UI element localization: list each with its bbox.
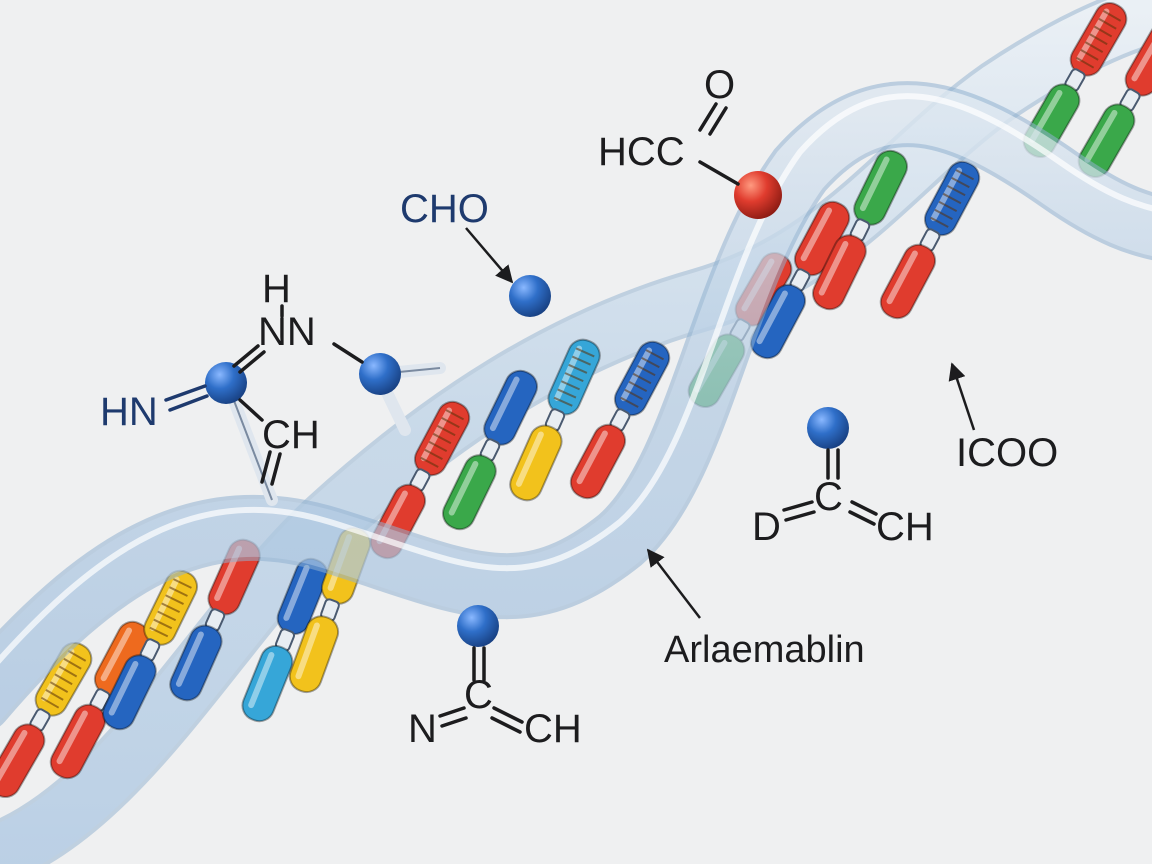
base-pair-rung	[441, 369, 539, 531]
atom-node-hn	[205, 362, 247, 404]
base-pair-rung	[749, 200, 851, 360]
arrow-cho	[465, 227, 514, 284]
label-arlaemablin: Arlaemablin	[664, 629, 865, 671]
atom-node-cho	[509, 275, 551, 317]
label-hcc: HCC	[598, 130, 685, 174]
label-n-bottom: N	[408, 707, 437, 751]
arrow-arlaemablin	[646, 548, 701, 619]
base-pair-rung	[49, 620, 151, 780]
label-icoo: ICOO	[956, 431, 1058, 475]
atom-node-dc	[807, 407, 849, 449]
label-c-right: C	[814, 475, 843, 519]
atom-node-hcc	[734, 171, 782, 219]
helix-backbone-front	[0, 81, 1152, 726]
base-pair-rung	[241, 557, 329, 723]
label-cho: CHO	[400, 187, 489, 231]
pointer-arrows	[465, 227, 976, 619]
base-pair-rung	[811, 149, 909, 311]
base-pair-rung	[101, 569, 199, 731]
label-d: D	[752, 505, 781, 549]
base-pair-rung	[509, 338, 601, 502]
base-pair-rung	[0, 642, 93, 798]
bond-lines	[164, 102, 878, 734]
label-hn: HN	[100, 390, 158, 434]
arrow-icoo	[948, 362, 976, 431]
label-o-top: O	[704, 63, 735, 107]
atom-node-nc	[457, 605, 499, 647]
base-pair-rung	[369, 400, 471, 560]
label-ch-bottom: CH	[524, 707, 582, 751]
label-nn: NN	[258, 310, 316, 354]
base-pair-rung	[879, 160, 981, 320]
label-h-top: H	[262, 267, 291, 311]
base-pair-rung	[569, 340, 671, 500]
label-c-bottom: C	[464, 673, 493, 717]
label-ch-left: CH	[262, 413, 320, 457]
label-ch-right: CH	[876, 505, 934, 549]
atom-node-nn	[359, 353, 401, 395]
